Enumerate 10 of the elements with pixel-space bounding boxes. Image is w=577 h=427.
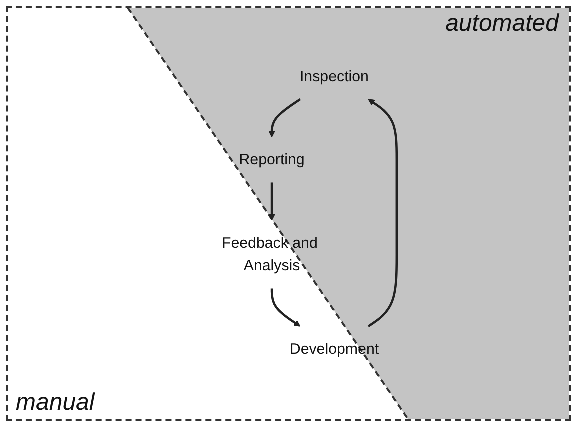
node-text: Reporting — [240, 152, 306, 168]
arrow — [271, 288, 301, 327]
arrow — [268, 182, 276, 221]
arrow — [268, 98, 302, 138]
node-text: Feedback and Analysis — [222, 234, 318, 274]
arrow — [368, 99, 398, 328]
node-text: Development — [290, 340, 380, 358]
region-label: manual — [16, 389, 95, 417]
node-text: Inspection — [300, 68, 370, 86]
region-label: automated — [446, 10, 559, 38]
